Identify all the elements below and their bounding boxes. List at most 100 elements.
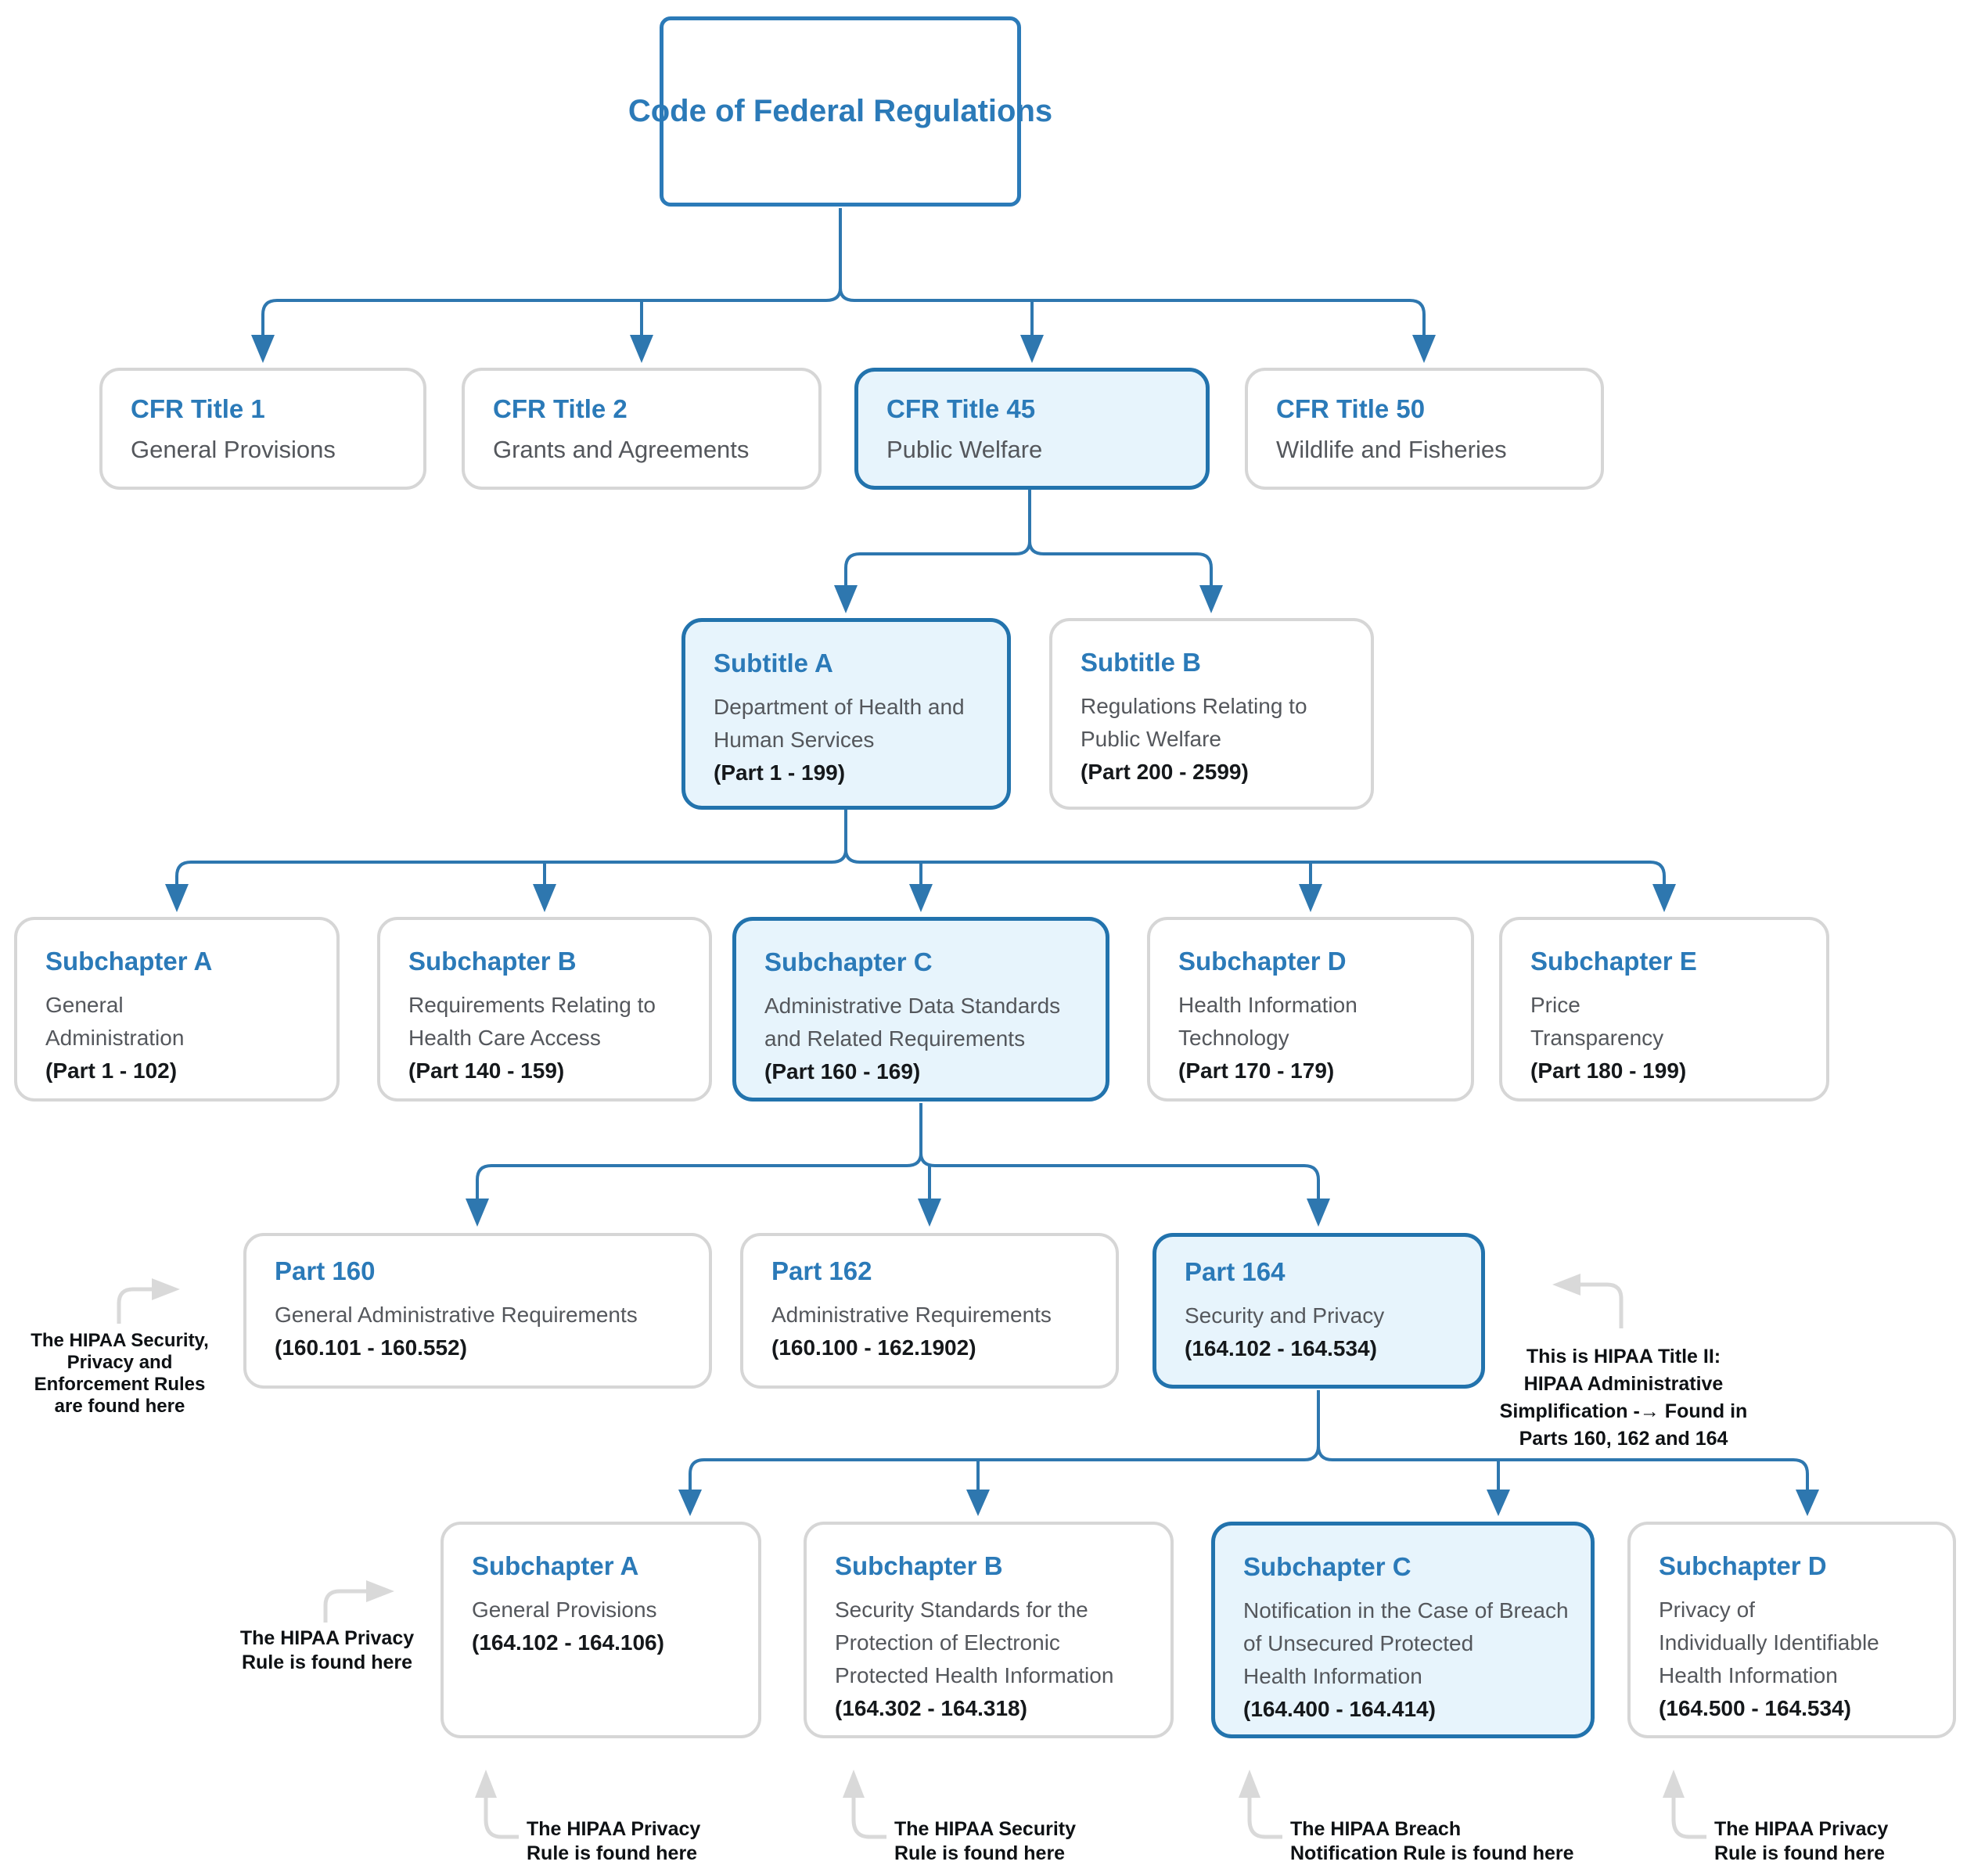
text-line: General Administrative Requirements [275, 1303, 638, 1327]
node-subchapter-c: Subchapter C Administrative Data Standar… [732, 917, 1109, 1102]
node-part-range: (Part 1 - 199) [714, 760, 846, 785]
node-title: Subchapter D [1659, 1551, 1827, 1580]
connector [844, 810, 1666, 887]
annotation-arrow [323, 1589, 368, 1623]
node-part-range: (Part 140 - 159) [408, 1058, 565, 1083]
node-title: CFR Title 1 [131, 394, 265, 423]
annotation-arrow [117, 1287, 153, 1324]
text-line: Security and Privacy [1185, 1303, 1385, 1328]
text-line: Protected Health Information [835, 1663, 1114, 1687]
node-part-160: Part 160 General Administrative Requirem… [243, 1233, 712, 1389]
text-line: Parts 160, 162 and 164 [1519, 1428, 1728, 1450]
node-code-of-federal-regulations: Code of Federal Regulations [628, 16, 1052, 207]
text-line: Price [1530, 993, 1580, 1017]
text-line: Security Standards for the [835, 1597, 1088, 1622]
node-cfr-title-45: CFR Title 45 Public Welfare [854, 368, 1210, 490]
text-line: General Provisions [472, 1597, 657, 1622]
node-part-range: (Part 1 - 102) [45, 1058, 178, 1083]
node-part-range: (Part 200 - 2599) [1081, 760, 1249, 784]
node-title: CFR Title 50 [1276, 394, 1426, 423]
arrow-down-icon [1796, 1490, 1819, 1516]
connector [919, 1103, 1320, 1202]
arrow-right-icon [366, 1580, 394, 1602]
arrow-down-icon [918, 1199, 941, 1227]
node-section-range: (164.302 - 164.318) [835, 1696, 1027, 1720]
node-title: Subchapter A [45, 947, 213, 976]
node-title: Code of Federal Regulations [627, 94, 1053, 129]
connector-lines [175, 208, 1809, 1494]
node-description: General Provisions [472, 1594, 732, 1626]
node-cfr-title-2: CFR Title 2 Grants and Agreements [462, 368, 822, 490]
arrow-up-icon [1239, 1770, 1260, 1798]
text-line: Health Information [1178, 993, 1357, 1017]
connector [1317, 1390, 1809, 1494]
text-line: Administrative Data Standards [764, 994, 1061, 1018]
arrow-down-icon [1412, 335, 1436, 363]
text-line: Public Welfare [1081, 727, 1222, 751]
arrow-down-icon [1299, 884, 1322, 912]
text-line: of Unsecured Protected [1243, 1631, 1474, 1655]
text-line: The HIPAA Security [894, 1818, 1076, 1840]
annotation-arrow [1247, 1796, 1282, 1839]
node-subtitle: Grants and Agreements [493, 435, 750, 463]
arrow-up-icon [1663, 1770, 1685, 1798]
annotation-arrowheads [152, 1274, 1685, 1798]
text-line: Simplification -→ Found in [1499, 1400, 1748, 1422]
node-title: CFR Title 45 [886, 394, 1036, 423]
node-part-164: Part 164 Security and Privacy (164.102 -… [1153, 1233, 1485, 1389]
arrow-down-icon [466, 1199, 489, 1227]
node-title: Subtitle B [1081, 648, 1201, 677]
text-line: Transparency [1530, 1026, 1664, 1050]
text-line: General [45, 993, 124, 1017]
arrow-right-icon [152, 1278, 180, 1300]
arrow-down-icon [1652, 884, 1676, 912]
text-line: Health Information [1243, 1664, 1422, 1688]
node-title: Subchapter A [472, 1551, 639, 1580]
node-part-range: (Part 160 - 169) [764, 1059, 921, 1084]
connector [1028, 490, 1213, 588]
text-line: Health Information [1659, 1663, 1838, 1687]
text-line: The HIPAA Privacy [527, 1818, 701, 1840]
node-cfr-title-1: CFR Title 1 General Provisions [99, 368, 426, 490]
node-subtitle: General Provisions [131, 435, 336, 463]
node-description: Administrative Requirements [771, 1299, 1089, 1332]
arrow-down-icon [834, 585, 858, 613]
node-title: Subchapter D [1178, 947, 1347, 976]
node-part-162: Part 162 Administrative Requirements (16… [740, 1233, 1119, 1389]
arrow-down-icon [1020, 335, 1044, 363]
node-cfr-title-50: CFR Title 50 Wildlife and Fisheries [1245, 368, 1604, 490]
text-line: Technology [1178, 1026, 1289, 1050]
connector [261, 208, 842, 340]
text-line: Protection of Electronic [835, 1630, 1060, 1655]
arrow-down-icon [630, 335, 653, 363]
text-line: Administration [45, 1026, 185, 1050]
node-description: Security and Privacy [1185, 1299, 1455, 1332]
node-title: Part 164 [1185, 1257, 1286, 1286]
text-line: Privacy of [1659, 1597, 1755, 1622]
node-title: Subchapter B [408, 947, 577, 976]
arrow-down-icon [533, 884, 556, 912]
node-subtitle: Wildlife and Fisheries [1276, 435, 1507, 463]
node-title: Subtitle A [714, 649, 833, 677]
node-title: Subchapter C [764, 947, 933, 976]
node-title: Subchapter C [1243, 1552, 1411, 1581]
node-part-range: (Part 170 - 179) [1178, 1058, 1335, 1083]
connector [839, 208, 1426, 340]
text-line: Department of Health and [714, 695, 965, 719]
